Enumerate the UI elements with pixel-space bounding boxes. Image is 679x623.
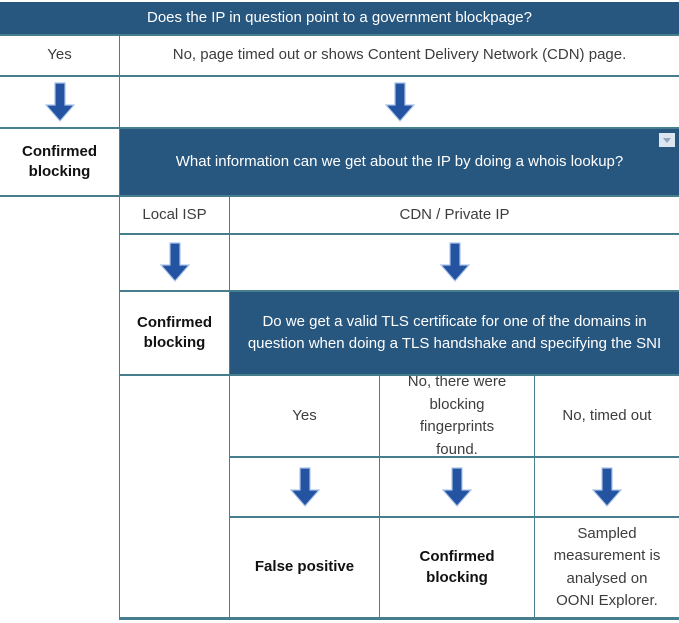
q3-no-fingerprints-arrow-cell (380, 458, 535, 518)
q3-outcome-false-positive-cell: False positive (230, 518, 380, 620)
q1-answer-yes-cell: Yes (0, 36, 120, 77)
down-arrow-icon (439, 242, 470, 282)
q2-answer-local-isp-text: Local ISP (142, 205, 207, 223)
q3-outcome-confirmed-blocking-text: Confirmed blocking (419, 548, 495, 586)
down-arrow-icon (442, 466, 472, 507)
q3-outcome-confirmed-blocking-cell: Confirmed blocking (380, 518, 535, 620)
question-3-text: Do we get a valid TLS certificate for on… (247, 313, 662, 352)
down-arrow-icon (289, 466, 320, 507)
q2-local-isp-arrow-cell (120, 235, 230, 292)
dropdown-triangle-icon (663, 137, 671, 143)
q3-outcome-sampled-measurement-cell: Sampled measurement is analysed on OONI … (535, 518, 679, 620)
q1-answer-yes-text: Yes (47, 46, 72, 64)
down-arrow-icon (44, 81, 75, 122)
q3-answer-yes-cell: Yes (230, 376, 380, 458)
left-column-empty-cell (0, 197, 120, 620)
question-1-header: Does the IP in question point to a gover… (0, 2, 679, 36)
q2-outcome-confirmed-blocking-cell: Confirmed blocking (120, 292, 230, 376)
q2-cdn-arrow-cell (230, 235, 679, 292)
q1-outcome-text: Confirmed blocking (22, 142, 97, 180)
q3-outcome-false-positive-text: False positive (254, 558, 355, 576)
q3-answer-no-fingerprints-text: No, there were blocking fingerprints fou… (407, 373, 507, 458)
q1-answer-no-text: No, page timed out or shows Content Deli… (172, 46, 627, 64)
second-column-empty-cell (120, 376, 230, 620)
q1-yes-arrow-cell (0, 77, 120, 129)
question-2-header: What information can we get about the IP… (120, 129, 679, 197)
question-2-text: What information can we get about the IP… (175, 153, 624, 171)
q3-no-timeout-arrow-cell (535, 458, 679, 518)
question-3-header: Do we get a valid TLS certificate for on… (230, 292, 679, 376)
dropdown-collapse-icon[interactable] (659, 133, 675, 147)
q2-answer-local-isp-cell: Local ISP (120, 197, 230, 235)
q2-answer-cdn-text: CDN / Private IP (399, 205, 510, 223)
q1-answer-no-cell: No, page timed out or shows Content Deli… (120, 36, 679, 77)
down-arrow-icon (384, 81, 415, 122)
q3-answer-yes-text: Yes (292, 406, 317, 424)
q3-outcome-sampled-measurement-text: Sampled measurement is analysed on OONI … (553, 524, 661, 610)
q2-answer-cdn-cell: CDN / Private IP (230, 197, 679, 235)
down-arrow-icon (159, 242, 190, 282)
q3-answer-no-timeout-text: No, timed out (562, 406, 652, 424)
q3-yes-arrow-cell (230, 458, 380, 518)
q1-no-arrow-cell (120, 77, 679, 129)
q2-outcome-text: Confirmed blocking (137, 313, 212, 351)
q3-answer-no-timeout-cell: No, timed out (535, 376, 679, 458)
question-1-text: Does the IP in question point to a gover… (147, 9, 532, 27)
q3-answer-no-fingerprints-cell: No, there were blocking fingerprints fou… (380, 373, 535, 458)
down-arrow-icon (592, 466, 622, 507)
q1-outcome-confirmed-blocking-cell: Confirmed blocking (0, 129, 120, 197)
